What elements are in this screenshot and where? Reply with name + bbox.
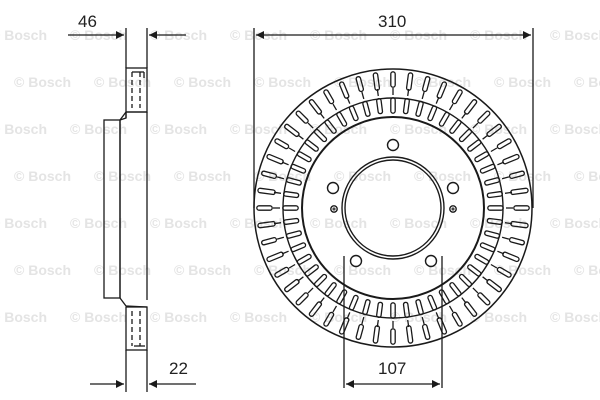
thickness-dimension-label: 46	[78, 12, 97, 31]
center-bore-dimension-label: 107	[378, 359, 407, 378]
min-thickness-dimension-label: 22	[169, 359, 188, 378]
outer-diameter-dimension-label: 310	[378, 12, 407, 31]
side-view	[68, 28, 196, 392]
front-view	[253, 28, 534, 388]
